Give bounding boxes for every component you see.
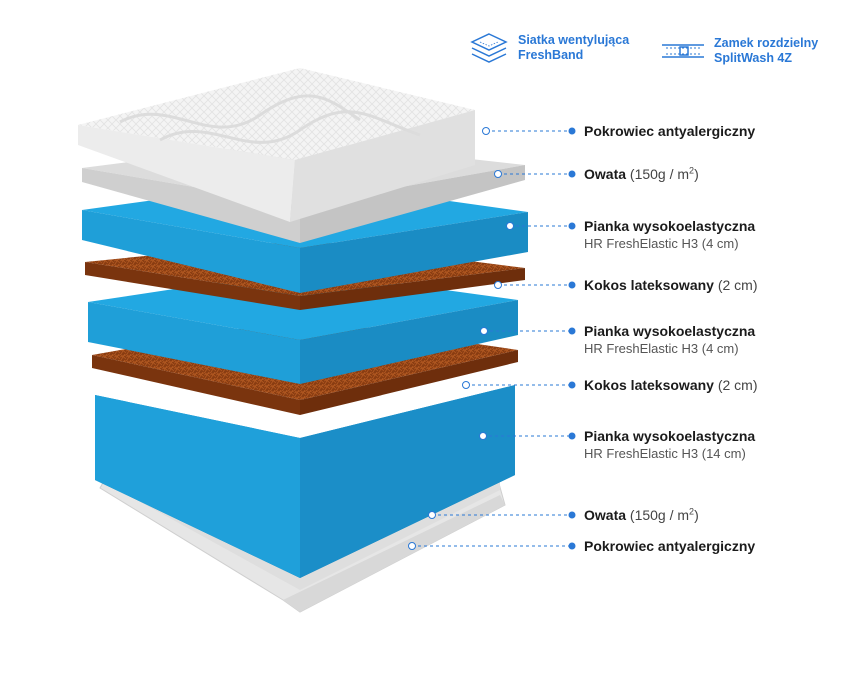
layer-label-8: Owata (150g / m2) [584,507,699,524]
connector-origin-dot [480,327,488,335]
feature-freshband: Siatka wentylująca FreshBand [468,30,629,66]
connector-dots [408,127,576,550]
connector-origin-dot [462,381,470,389]
top-cover-layer [78,68,475,222]
feature-freshband-line2: FreshBand [518,48,584,62]
connector-lines [412,130,572,547]
layer-detail: (150g / m [629,507,690,523]
layer-label-9: Pokrowiec antyalergiczny [584,538,755,555]
feature-splitwash: Zamek rozdzielny SplitWash 4Z [660,36,818,66]
feature-splitwash-line2: SplitWash 4Z [714,51,793,65]
connector-end-dot [568,381,576,389]
layer-detail: (2 cm) [717,377,758,393]
layer-label-6: Kokos lateksowany (2 cm) [584,377,758,394]
layer-sub: HR FreshElastic H3 (4 cm) [584,236,739,251]
layer-detail: (150g / m [629,166,690,182]
layer-name: Pianka wysokoelastyczna [584,218,756,234]
connector-origin-dot [494,170,502,178]
layer-detail: (2 cm) [717,277,758,293]
layer-sub: HR FreshElastic H3 (4 cm) [584,341,739,356]
layer-name: Owata [584,166,627,182]
layer-label-5: Pianka wysokoelastyczna HR FreshElastic … [584,323,755,357]
layer-detail-sup: 2 [689,506,695,517]
connector-end-dot [568,127,576,135]
layer-name: Owata [584,507,627,523]
layer-label-7: Pianka wysokoelastyczna HR FreshElastic … [584,428,755,462]
connector-end-dot [568,170,576,178]
layer-label-4: Kokos lateksowany (2 cm) [584,277,758,294]
connector-end-dot [568,327,576,335]
layer-name: Pianka wysokoelastyczna [584,323,756,339]
layers-mesh-icon [470,33,508,63]
layer-detail-end: ) [694,507,699,523]
connector-origin-dot [482,127,490,135]
connector-end-dot [568,222,576,230]
layer-label-2: Owata (150g / m2) [584,166,699,183]
layer-label-1: Pokrowiec antyalergiczny [584,123,755,140]
layer-name: Kokos lateksowany [584,277,714,293]
layer-name: Pokrowiec antyalergiczny [584,538,756,554]
connector-end-dot [568,432,576,440]
connector-end-dot [568,542,576,550]
feature-freshband-line1: Siatka wentylująca [518,33,630,47]
connector-origin-dot [506,222,514,230]
connector-origin-dot [494,281,502,289]
layer-sub: HR FreshElastic H3 (14 cm) [584,446,746,461]
connector-origin-dot [408,542,416,550]
connector-origin-dot [428,511,436,519]
foam-layer-14cm [95,385,515,578]
layer-label-3: Pianka wysokoelastyczna HR FreshElastic … [584,218,755,252]
zipper-icon [662,44,704,58]
connector-origin-dot [479,432,487,440]
layer-detail-sup: 2 [689,165,695,176]
feature-splitwash-line1: Zamek rozdzielny [714,36,819,50]
layer-detail-end: ) [694,166,699,182]
layer-name: Pianka wysokoelastyczna [584,428,756,444]
layer-name: Kokos lateksowany [584,377,714,393]
layer-name: Pokrowiec antyalergiczny [584,123,756,139]
connector-end-dot [568,511,576,519]
connector-end-dot [568,281,576,289]
